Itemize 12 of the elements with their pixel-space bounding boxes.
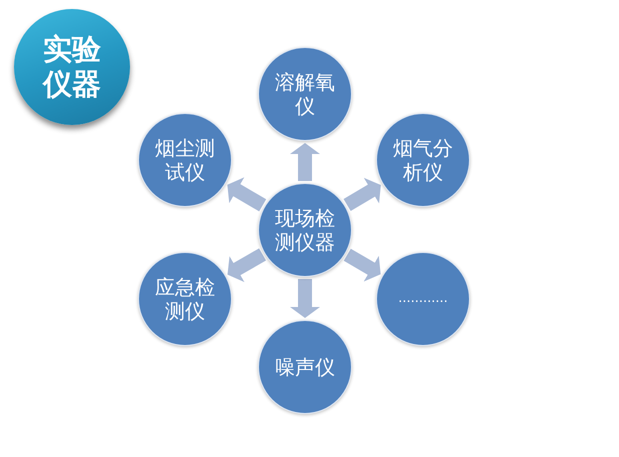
heading-circle bbox=[14, 9, 130, 125]
circle-label: 溶解氧仪 bbox=[274, 70, 336, 118]
circle-label: 烟气分析仪 bbox=[392, 136, 454, 184]
arrow bbox=[290, 143, 320, 181]
circle-label: 烟尘测试仪 bbox=[154, 136, 216, 184]
arrow bbox=[290, 279, 320, 318]
circle-label: 现场检测仪器 bbox=[274, 206, 336, 254]
circle-label: 噪声仪 bbox=[274, 355, 336, 379]
circle bbox=[258, 183, 352, 277]
circle-label: ............ bbox=[398, 291, 448, 307]
heading-text: 实验仪器 bbox=[41, 32, 102, 102]
circle-label: 应急检测仪 bbox=[154, 275, 216, 323]
